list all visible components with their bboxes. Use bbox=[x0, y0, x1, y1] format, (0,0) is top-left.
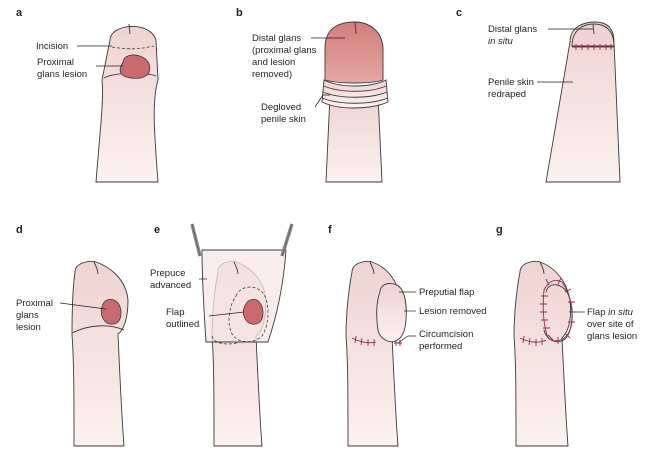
urethral-meatus-a bbox=[128, 23, 131, 35]
annotation-flap-g-2: over site of bbox=[587, 319, 634, 330]
urethral-meatus-b bbox=[354, 21, 357, 35]
annotation-distal-b-1: Distal glans bbox=[252, 33, 301, 44]
annotation-lesion-a-2: glans lesion bbox=[37, 69, 87, 80]
panel-a: a Incision Proximal glans lesion bbox=[16, 7, 159, 183]
distal-glans-c bbox=[571, 23, 615, 47]
annotation-degloved-2: penile skin bbox=[261, 114, 306, 125]
panel-b: b Distal glans (proximal glans and lesio… bbox=[236, 7, 389, 183]
coronal-fold-d bbox=[71, 325, 125, 334]
annotation-degloved-1: Degloved bbox=[261, 102, 301, 113]
annotation-distal-b-3: and lesion bbox=[252, 57, 295, 68]
panel-label-g: g bbox=[496, 224, 503, 236]
panel-g: g Flap in situ over site of glans lesion bbox=[496, 224, 637, 447]
urethral-meatus-d bbox=[93, 261, 99, 275]
shaft-d bbox=[71, 260, 129, 447]
panel-label-e: e bbox=[154, 224, 160, 236]
annotation-distal-c-1: Distal glans bbox=[488, 24, 537, 35]
urethral-meatus-g bbox=[539, 261, 545, 275]
suture-line-c bbox=[572, 44, 614, 50]
urethral-meatus-c bbox=[592, 23, 595, 35]
panel-c: c Distal glans in situ Penile skin redra… bbox=[456, 7, 621, 183]
annotation-flap-g-3: glans lesion bbox=[587, 331, 637, 342]
annotation-lesion-a-1: Proximal bbox=[37, 57, 74, 68]
annotation-prepuce-1: Prepuce bbox=[150, 268, 185, 279]
annotation-skin-c-2: redraped bbox=[488, 89, 526, 100]
annotation-circ-1: Circumcision bbox=[419, 329, 473, 340]
panel-label-c: c bbox=[456, 7, 462, 19]
urethral-meatus-e bbox=[233, 261, 239, 275]
prepuce-advanced bbox=[201, 249, 287, 343]
annotation-distal-b-2: (proximal glans bbox=[252, 45, 317, 56]
leader-flap-e bbox=[208, 311, 245, 317]
incision-line-a bbox=[111, 45, 155, 50]
annotation-distal-c-2: in situ bbox=[488, 36, 514, 47]
annotation-circ-2: performed bbox=[419, 341, 462, 352]
annotation-preputial-flap: Preputial flap bbox=[419, 287, 474, 298]
annotation-incision: Incision bbox=[36, 41, 68, 52]
annotation-flap-e-2: outlined bbox=[166, 319, 199, 330]
annotation-prepuce-2: advanced bbox=[150, 280, 191, 291]
flap-outline-e bbox=[228, 286, 269, 343]
panel-e: e Prepuce advanced Flap outlined bbox=[150, 223, 294, 447]
flap-outline-lower-e bbox=[211, 335, 241, 345]
panel-f: f Preputial flap Lesion removed Circumci… bbox=[328, 224, 487, 447]
forceps-left bbox=[190, 223, 202, 257]
distal-glans-b bbox=[324, 21, 384, 84]
lesion-a bbox=[119, 54, 151, 79]
urethral-meatus-f bbox=[369, 261, 375, 275]
panel-label-a: a bbox=[16, 7, 23, 19]
forceps-right bbox=[280, 223, 294, 257]
preputial-flap bbox=[376, 283, 407, 343]
panel-label-d: d bbox=[16, 224, 23, 236]
annotation-lesion-d-1: Proximal bbox=[16, 298, 53, 309]
suture-line-g bbox=[519, 277, 576, 346]
annotation-distal-b-4: removed) bbox=[252, 69, 292, 80]
lesion-e bbox=[242, 298, 264, 325]
degloved-skin-rings bbox=[321, 79, 389, 109]
panel-label-b: b bbox=[236, 7, 243, 19]
leader-circ-f bbox=[397, 335, 416, 344]
shaft-a bbox=[95, 26, 159, 183]
leader-lesion-d bbox=[59, 302, 107, 310]
annotation-lesion-d-2: glans bbox=[16, 310, 39, 321]
panel-label-f: f bbox=[328, 224, 332, 236]
annotation-skin-c-1: Penile skin bbox=[488, 77, 534, 88]
annotation-flap-e-1: Flap bbox=[166, 307, 184, 318]
leader-degloved-b bbox=[314, 94, 330, 108]
panel-d: d Proximal glans lesion bbox=[16, 224, 129, 447]
annotation-flap-g-1: Flap in situ bbox=[587, 307, 634, 318]
lesion-d bbox=[100, 298, 122, 325]
annotation-lesion-removed: Lesion removed bbox=[419, 306, 487, 317]
shaft-g bbox=[513, 260, 571, 447]
annotation-lesion-d-3: lesion bbox=[16, 322, 41, 333]
